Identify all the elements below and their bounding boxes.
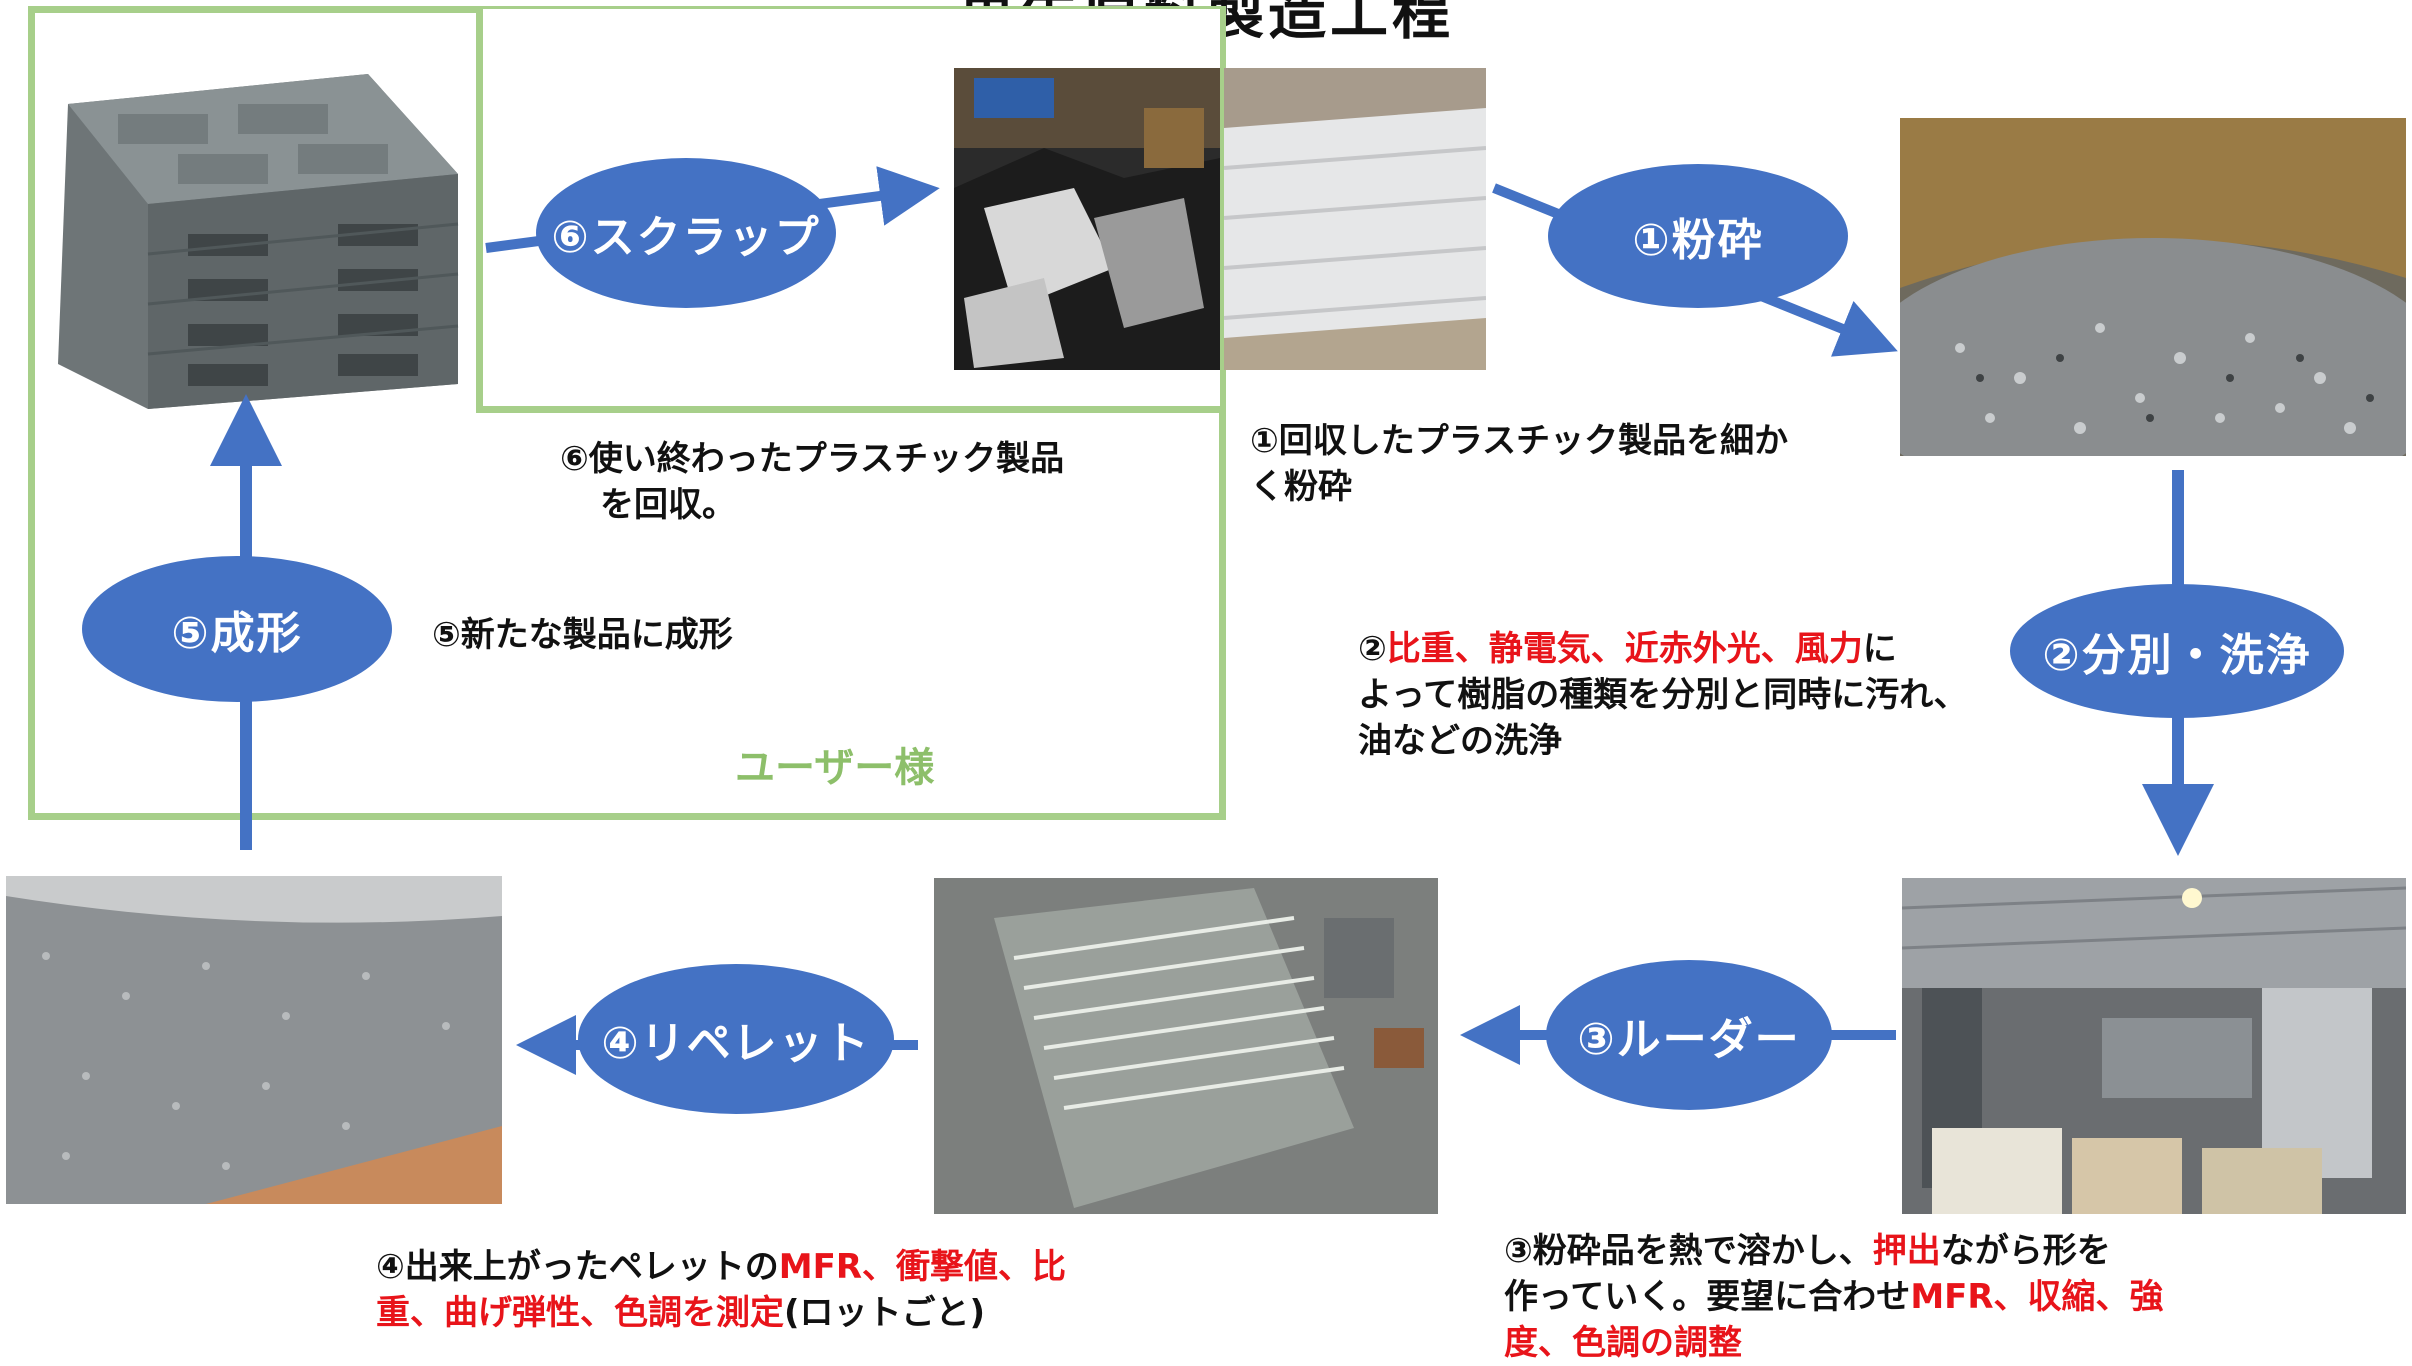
- scrap-pile-photo: [954, 68, 1220, 370]
- plastic-pallets-photo: [48, 64, 468, 414]
- desc-scrap: ⑥使い終わったプラスチック製品 を回収。: [560, 439, 1065, 525]
- pellets-photo: [6, 876, 502, 1204]
- scrap-sheets-photo: [1224, 68, 1486, 370]
- desc-repellet: ④出来上がったペレットのMFR、衝撃値、比 重、曲げ弾性、色調を測定(ロットごと…: [376, 1247, 1067, 1333]
- crushed-flakes-photo: [1900, 118, 2406, 456]
- desc-extrude: ③粉砕品を熱で溶かし、押出ながら形を 作っていく。要望に合わせMFR、収縮、強 …: [1504, 1231, 2164, 1363]
- step-repellet: ④リペレット: [578, 964, 894, 1114]
- step-sort: ②分別・洗浄: [2010, 584, 2344, 718]
- extruder-photo: [934, 878, 1438, 1214]
- user-label: ユーザー様: [735, 745, 935, 791]
- step-mold: ⑤成形: [82, 556, 392, 702]
- factory-photo: [1902, 878, 2406, 1214]
- step-extrude: ③ルーダー: [1546, 960, 1832, 1110]
- step-scrap: ⑥スクラップ: [536, 158, 836, 308]
- desc-sort: ②比重、静電気、近赤外光、風力に よって樹脂の種類を分別と同時に汚れ、 油などの…: [1358, 629, 1968, 761]
- desc-mold: ⑤新たな製品に成形: [432, 615, 733, 655]
- step-crush: ①粉砕: [1548, 164, 1848, 308]
- desc-crush: ①回収したプラスチック製品を細か く粉砕: [1250, 421, 1789, 507]
